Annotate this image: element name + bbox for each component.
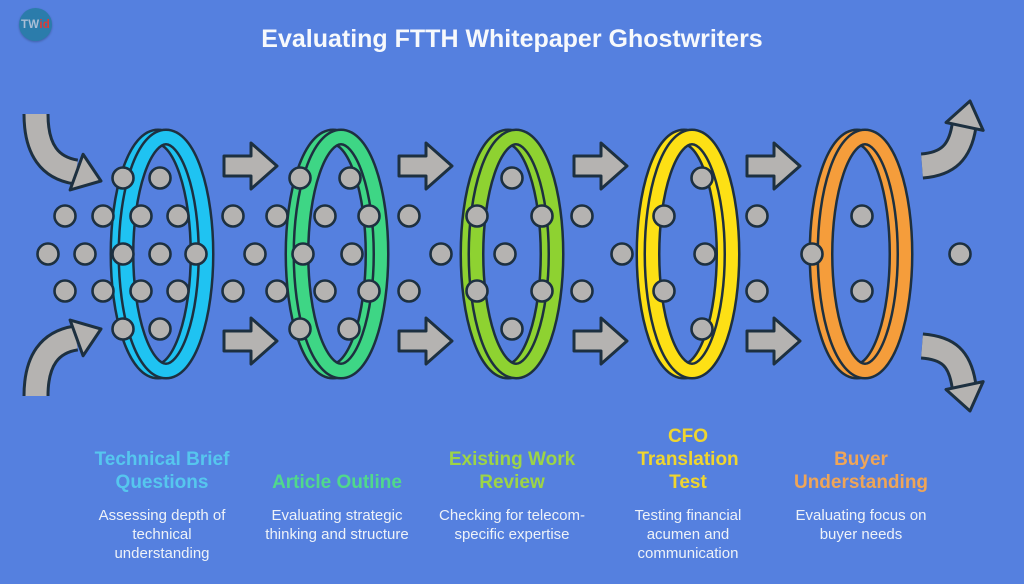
candidate-dot	[357, 204, 381, 228]
candidate-dot	[265, 204, 289, 228]
candidate-dot	[288, 317, 312, 341]
candidate-dot	[465, 279, 489, 303]
stage-existing-work: Existing Work Review Checking for teleco…	[425, 420, 599, 544]
stage-article-outline: Article Outline Evaluating strategic thi…	[250, 420, 424, 544]
candidate-dot	[948, 242, 972, 266]
candidate-dot	[313, 279, 337, 303]
candidate-dot	[148, 166, 172, 190]
candidate-dot	[166, 279, 190, 303]
flow-arrow-icon	[222, 141, 279, 191]
stage-buyer-understanding: Buyer Understanding Evaluating focus on …	[774, 420, 948, 544]
candidate-dot	[850, 204, 874, 228]
candidate-dot	[338, 166, 362, 190]
stage-description: Assessing depth of technical understandi…	[98, 507, 226, 562]
entry-arrow-top-icon	[25, 113, 79, 183]
candidate-dot	[530, 279, 554, 303]
candidate-dot	[166, 204, 190, 228]
candidate-dot	[652, 204, 676, 228]
flow-arrow-icon	[572, 141, 629, 191]
candidate-dot	[397, 279, 421, 303]
candidate-dot	[429, 242, 453, 266]
candidate-dot	[129, 279, 153, 303]
candidate-dot	[465, 204, 489, 228]
candidate-dot	[693, 242, 717, 266]
stage-name: CFO Translation Test	[637, 426, 739, 493]
candidate-dot	[690, 166, 714, 190]
candidate-dot	[148, 242, 172, 266]
flow-arrow-icon	[572, 316, 629, 366]
candidate-dot	[850, 279, 874, 303]
stage-cfo-translation: CFO Translation Test Testing financial a…	[601, 420, 775, 563]
candidate-dot	[53, 279, 77, 303]
candidate-dot	[184, 242, 208, 266]
candidate-dot	[148, 317, 172, 341]
candidate-dot	[397, 204, 421, 228]
candidate-dot	[111, 166, 135, 190]
flow-arrow-icon	[745, 141, 802, 191]
candidate-dot	[357, 279, 381, 303]
candidate-dot	[340, 242, 364, 266]
candidate-dot	[530, 204, 554, 228]
candidate-dot	[570, 204, 594, 228]
candidate-dot	[111, 317, 135, 341]
stage-description: Evaluating focus on buyer needs	[795, 507, 927, 543]
brand-logo-primary: TW	[21, 18, 40, 31]
candidate-dot	[500, 317, 524, 341]
candidate-dot	[337, 317, 361, 341]
stage-name: Buyer Understanding	[793, 449, 929, 493]
entry-arrow-bottom-icon	[25, 327, 79, 397]
candidate-dot	[652, 279, 676, 303]
candidate-dot	[36, 242, 60, 266]
candidate-dot	[221, 279, 245, 303]
flow-arrow-icon	[222, 316, 279, 366]
candidate-dot	[129, 204, 153, 228]
stage-technical-brief: Technical Brief Questions Assessing dept…	[75, 420, 249, 563]
stage-description: Checking for telecom-specific expertise	[439, 507, 585, 543]
candidate-dot	[288, 166, 312, 190]
candidate-dot	[265, 279, 289, 303]
candidate-dot	[73, 242, 97, 266]
candidate-dot	[800, 242, 824, 266]
stage-name: Existing Work Review	[448, 449, 576, 493]
candidate-dot	[91, 204, 115, 228]
page-title: Evaluating FTTH Whitepaper Ghostwriters	[261, 25, 763, 53]
candidate-dot	[111, 242, 135, 266]
stage-description: Testing financial acumen and communicati…	[634, 507, 742, 562]
candidate-dot	[745, 279, 769, 303]
exit-arrow-bottom-icon	[944, 380, 985, 413]
filter-ring	[819, 131, 911, 377]
entry-arrow-bottom-icon	[68, 318, 103, 358]
candidate-dot	[745, 204, 769, 228]
candidate-dot	[313, 204, 337, 228]
candidate-dot	[91, 279, 115, 303]
candidate-dot	[291, 242, 315, 266]
candidate-dot	[221, 204, 245, 228]
flow-arrow-icon	[397, 316, 454, 366]
filter-ring	[646, 131, 738, 377]
candidate-dot	[500, 166, 524, 190]
stage-name: Technical Brief Questions	[94, 449, 230, 493]
exit-arrow-bottom-icon	[920, 335, 975, 388]
candidate-dot	[243, 242, 267, 266]
candidate-dot	[493, 242, 517, 266]
flow-arrow-icon	[745, 316, 802, 366]
candidate-dot	[570, 279, 594, 303]
candidate-dot	[690, 317, 714, 341]
filter-ring	[470, 131, 562, 377]
flow-arrow-icon	[397, 141, 454, 191]
candidate-dot	[53, 204, 77, 228]
candidate-dot	[610, 242, 634, 266]
entry-arrow-top-icon	[68, 152, 103, 192]
exit-arrow-top-icon	[920, 124, 975, 177]
brand-logo-accent: id	[39, 18, 50, 31]
stage-description: Evaluating strategic thinking and struct…	[265, 507, 409, 543]
exit-arrow-top-icon	[944, 99, 985, 132]
stage-name: Article Outline	[272, 472, 402, 493]
